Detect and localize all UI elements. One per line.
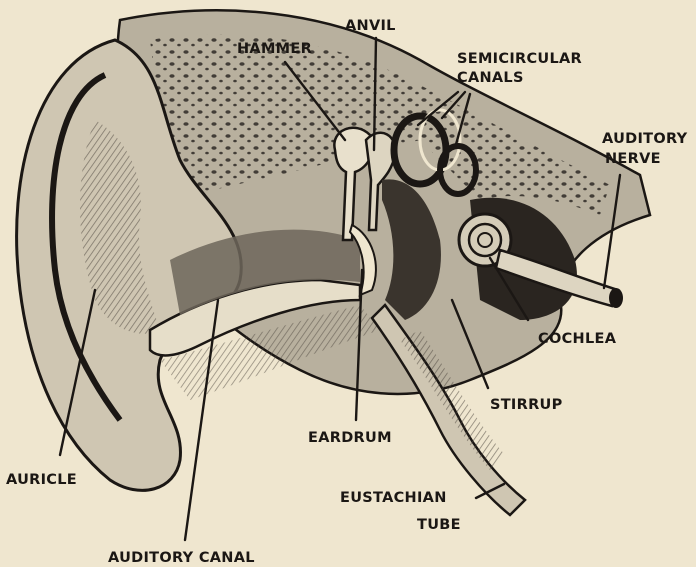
label-auricle: AURICLE bbox=[6, 472, 77, 488]
label-stirrup: STIRRUP bbox=[490, 397, 563, 413]
label-auditory-canal: AUDITORY CANAL bbox=[108, 550, 255, 566]
label-auditory-nerve-line2: NERVE bbox=[605, 151, 661, 167]
label-semicircular-line1: SEMICIRCULAR bbox=[457, 51, 582, 67]
label-eustachian-line1: EUSTACHIAN bbox=[340, 490, 447, 506]
label-semicircular-line2: CANALS bbox=[457, 70, 524, 86]
nerve-end bbox=[609, 288, 623, 308]
label-cochlea: COCHLEA bbox=[538, 331, 617, 347]
label-auditory-nerve-line1: AUDITORY bbox=[602, 131, 688, 147]
label-anvil: ANVIL bbox=[345, 18, 396, 34]
label-hammer: HAMMER bbox=[237, 41, 312, 57]
label-eustachian-line2: TUBE bbox=[417, 517, 461, 533]
label-eardrum: EARDRUM bbox=[308, 430, 392, 446]
